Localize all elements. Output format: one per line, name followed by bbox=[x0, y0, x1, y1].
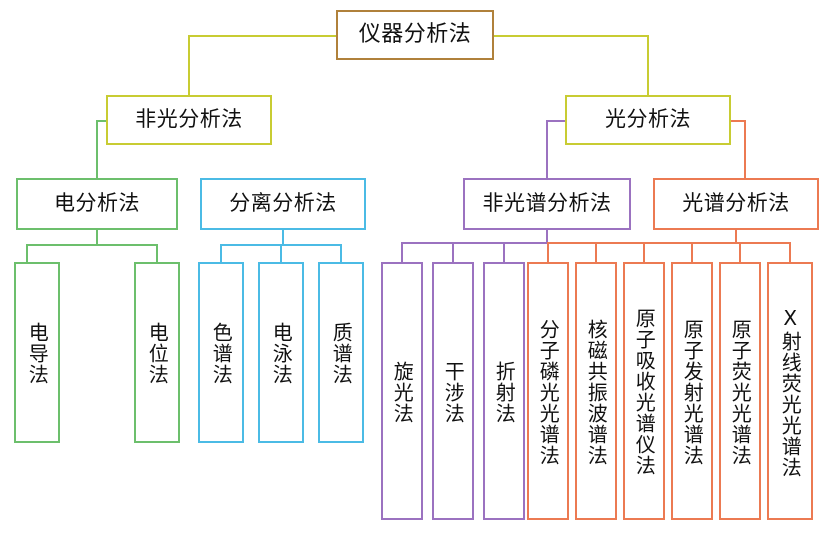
node-label: 电导法 bbox=[25, 322, 50, 385]
leaf-node-refractometry[interactable]: 折射法 bbox=[483, 262, 525, 520]
leaf-node-conductometry[interactable]: 电导法 bbox=[14, 262, 60, 443]
connector-root-to-optical bbox=[493, 35, 649, 96]
node-label: 分离分析法 bbox=[229, 191, 337, 216]
node-label: X射线荧光光谱法 bbox=[778, 306, 803, 478]
leaf-node-chromatography[interactable]: 色谱法 bbox=[198, 262, 244, 443]
node-label: 电泳法 bbox=[269, 322, 294, 385]
node-label: 仪器分析法 bbox=[358, 21, 472, 47]
leaf-node-mass-spectrometry[interactable]: 质谱法 bbox=[318, 262, 364, 443]
node-label: 电分析法 bbox=[54, 191, 140, 216]
node-label: 非光谱分析法 bbox=[482, 191, 612, 216]
node-label: 折射法 bbox=[492, 360, 517, 424]
category-node-non-optical[interactable]: 非光分析法 bbox=[106, 95, 272, 145]
connector-optical-to-spectral bbox=[730, 120, 746, 179]
node-label: 核磁共振波谱法 bbox=[584, 318, 609, 466]
node-label: 光谱分析法 bbox=[682, 191, 790, 216]
category-node-electro-analysis[interactable]: 电分析法 bbox=[16, 178, 178, 230]
node-label: 原子发射光谱法 bbox=[680, 318, 705, 466]
connector-optical-to-nonspectral bbox=[546, 120, 566, 179]
category-node-non-spectral-analysis[interactable]: 非光谱分析法 bbox=[463, 178, 631, 230]
node-label: 分子磷光光谱法 bbox=[536, 318, 561, 466]
node-label: 色谱法 bbox=[209, 322, 234, 385]
leaf-node-potentiometry[interactable]: 电位法 bbox=[134, 262, 180, 443]
category-node-separation-analysis[interactable]: 分离分析法 bbox=[200, 178, 366, 230]
leaf-node-atomic-fluorescence[interactable]: 原子荧光光谱法 bbox=[719, 262, 761, 520]
node-label: 非光分析法 bbox=[135, 107, 243, 132]
connector-root-to-non-optical bbox=[188, 35, 337, 96]
leaf-node-interferometry[interactable]: 干涉法 bbox=[432, 262, 474, 520]
connector-electro-bus bbox=[96, 244, 158, 263]
leaf-node-electrophoresis[interactable]: 电泳法 bbox=[258, 262, 304, 443]
node-label: 干涉法 bbox=[441, 360, 466, 424]
leaf-node-nmr-spectroscopy[interactable]: 核磁共振波谱法 bbox=[575, 262, 617, 520]
category-node-spectral-analysis[interactable]: 光谱分析法 bbox=[653, 178, 819, 230]
category-node-optical[interactable]: 光分析法 bbox=[565, 95, 731, 145]
connector-nonspectral-stem bbox=[451, 229, 548, 244]
root-node-root[interactable]: 仪器分析法 bbox=[336, 10, 494, 60]
node-label: 电位法 bbox=[145, 322, 170, 385]
node-label: 质谱法 bbox=[329, 322, 354, 385]
node-label: 原子吸收光谱仪法 bbox=[632, 308, 657, 476]
node-label: 原子荧光光谱法 bbox=[728, 318, 753, 466]
leaf-node-atomic-absorption[interactable]: 原子吸收光谱仪法 bbox=[623, 262, 665, 520]
node-label: 旋光法 bbox=[390, 360, 415, 424]
leaf-node-molecular-phosphorescence[interactable]: 分子磷光光谱法 bbox=[527, 262, 569, 520]
leaf-node-atomic-emission[interactable]: 原子发射光谱法 bbox=[671, 262, 713, 520]
node-label: 光分析法 bbox=[605, 107, 691, 132]
leaf-node-polarimetry[interactable]: 旋光法 bbox=[381, 262, 423, 520]
leaf-node-xray-fluorescence[interactable]: X射线荧光光谱法 bbox=[767, 262, 813, 520]
